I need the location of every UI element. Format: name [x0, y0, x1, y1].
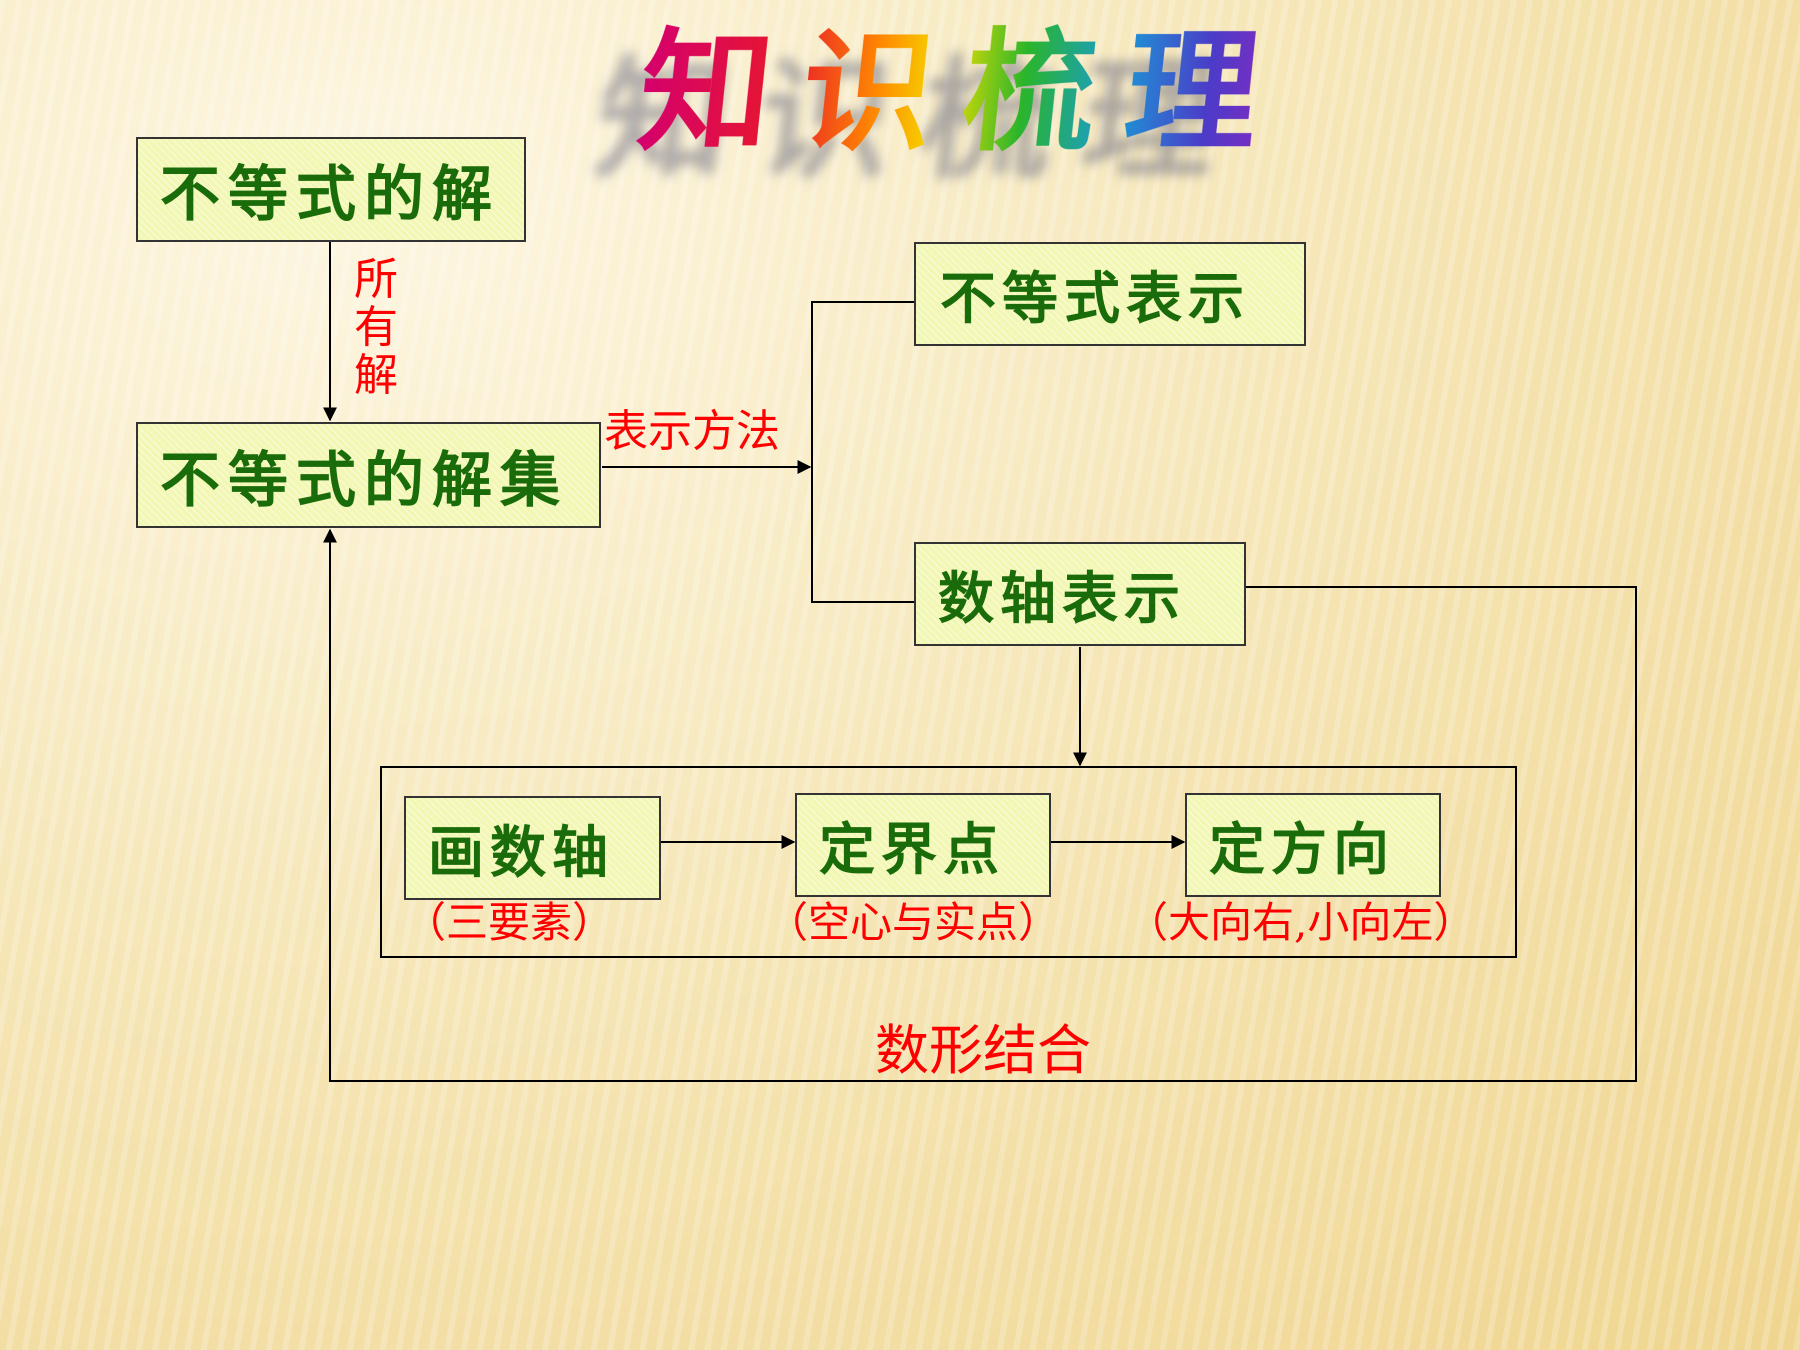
node-solution-set: 不等式的解集: [136, 422, 601, 528]
node-label: 数轴表示: [938, 565, 1186, 632]
label-direction-rule: （大向右,小向左）: [1126, 898, 1476, 947]
node-inequality-solution: 不等式的解: [136, 137, 526, 242]
node-set-direction: 定方向: [1185, 793, 1441, 897]
node-set-boundary-point: 定界点: [795, 793, 1051, 897]
label-number-shape-combination: 数形结合: [875, 1019, 1091, 1082]
label-hollow-and-solid-points: （空心与实点）: [766, 898, 1061, 947]
steps-frame: [380, 766, 1517, 958]
label-all-solutions: 所有解: [354, 254, 398, 401]
node-inequality-representation: 不等式表示: [914, 242, 1306, 346]
node-label: 不等式表示: [940, 265, 1250, 332]
node-label: 不等式的解集: [160, 445, 568, 516]
node-label: 定方向: [1209, 816, 1395, 883]
node-number-line-representation: 数轴表示: [914, 542, 1246, 646]
node-draw-number-line: 画数轴: [404, 796, 661, 900]
label-representation-methods: 表示方法: [604, 406, 780, 457]
arrow-feedback-loop: [323, 528, 1637, 1082]
node-label: 不等式的解: [160, 160, 500, 230]
node-label: 画数轴: [428, 819, 614, 886]
node-label: 定界点: [819, 816, 1005, 883]
bracket-methods: [811, 301, 914, 603]
label-three-elements: （三要素）: [404, 898, 615, 947]
page-title: 知识梳理: [631, 8, 1309, 178]
